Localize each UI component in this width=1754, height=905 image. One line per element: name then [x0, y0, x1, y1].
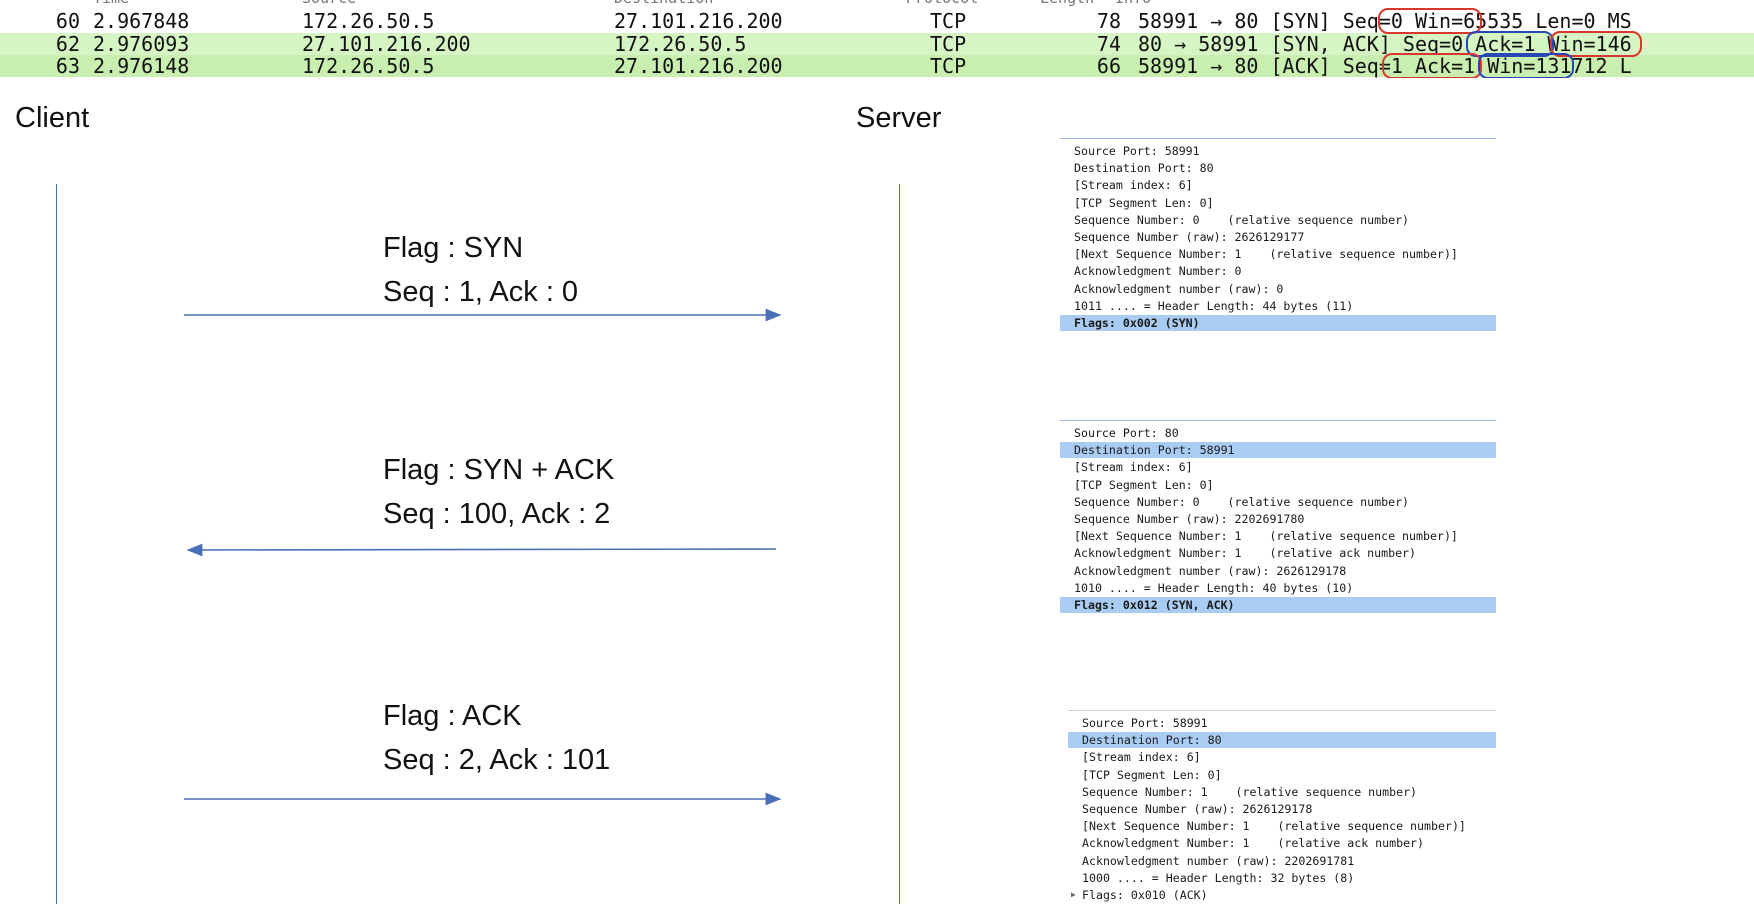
ack-highlight-oval [1478, 53, 1574, 78]
seq-highlight-oval [1382, 53, 1482, 78]
ack-highlight-oval [1550, 31, 1642, 57]
packet-list: Time Source Destination Protocol Length … [0, 0, 1754, 78]
packet-detail-field[interactable]: Acknowledgment Number: 1 (relative ack n… [1074, 546, 1417, 561]
packet-time: 2.976093 [93, 32, 190, 56]
message-flag: Flag : SYN + ACK [383, 454, 615, 486]
packet-info: 58991 → 80 [SYN] Seq=0 Win=65535 Len=0 M… [1138, 9, 1632, 33]
packet-no: 62 [55, 32, 80, 56]
packet-detail-field[interactable]: [Stream index: 6] [1074, 460, 1193, 475]
packet-detail-field[interactable]: Acknowledgment number (raw): 2202691781 [1082, 853, 1355, 868]
message-flag: Flag : SYN [383, 232, 524, 264]
packet-detail-field[interactable]: [Stream index: 6] [1074, 178, 1193, 193]
client-timeline [56, 184, 57, 904]
packet-detail-field[interactable]: Sequence Number (raw): 2626129177 [1074, 230, 1305, 244]
packet-detail-field[interactable]: Source Port: 80 [1074, 426, 1179, 440]
packet-detail-field[interactable]: Flags: 0x010 (ACK) [1082, 888, 1208, 902]
packet-detail-field[interactable]: Sequence Number: 0 (relative sequence nu… [1074, 212, 1410, 227]
packet-detail-field[interactable]: Flags: 0x002 (SYN) [1060, 315, 1496, 331]
packet-source: 172.26.50.5 [302, 9, 435, 33]
header-time[interactable]: Time [93, 0, 129, 9]
header-source[interactable]: Source [302, 0, 356, 9]
message-syn-ack: Flag : SYN + ACK Seq : 100, Ack : 2 [383, 448, 614, 536]
seq-highlight-oval [1378, 8, 1482, 34]
packet-protocol: TCP [930, 54, 967, 78]
packet-detail-field[interactable]: [Next Sequence Number: 1 (relative seque… [1074, 529, 1458, 544]
packet-detail-field[interactable]: Sequence Number (raw): 2626129178 [1082, 802, 1313, 816]
packet-length: 78 [1096, 9, 1121, 33]
packet-detail-field[interactable]: 1010 .... = Header Length: 40 bytes (10) [1074, 580, 1354, 595]
expand-triangle-icon[interactable]: ▶ [1071, 890, 1076, 899]
message-ack: Flag : ACK Seq : 2, Ack : 101 [383, 694, 610, 782]
packet-detail-field[interactable]: [TCP Segment Len: 0] [1082, 767, 1222, 782]
packet-detail-field[interactable]: [TCP Segment Len: 0] [1074, 477, 1214, 492]
packet-detail-field[interactable]: [Next Sequence Number: 1 (relative seque… [1082, 819, 1466, 834]
message-seq-ack: Seq : 1, Ack : 0 [383, 276, 579, 308]
header-length[interactable]: Length [1040, 0, 1094, 9]
packet-time: 2.976148 [93, 54, 190, 78]
packet-detail-field[interactable]: Acknowledgment Number: 1 (relative ack n… [1082, 836, 1425, 851]
packet-row[interactable]: 60 2.967848 172.26.50.5 27.101.216.200 T… [0, 10, 1754, 32]
packet-detail-field[interactable]: Acknowledgment number (raw): 0 [1074, 281, 1284, 296]
packet-length: 66 [1096, 54, 1121, 78]
packet-detail-field[interactable]: Acknowledgment number (raw): 2626129178 [1074, 563, 1347, 578]
packet-destination: 27.101.216.200 [614, 9, 783, 33]
arrow-syn-ack [186, 543, 777, 557]
packet-detail-syn-ack: Source Port: 80 Destination Port: 58991[S… [1060, 420, 1496, 621]
packet-protocol: TCP [930, 9, 967, 33]
packet-source: 27.101.216.200 [302, 32, 471, 56]
packet-detail-field[interactable]: Acknowledgment Number: 0 [1074, 264, 1242, 279]
seq-highlight-oval [1466, 31, 1554, 57]
packet-no: 60 [55, 9, 80, 33]
server-timeline [899, 184, 900, 904]
packet-info: 58991 → 80 [ACK] Seq=1 Ack=1 Win=131712 … [1138, 54, 1632, 78]
packet-detail-field[interactable]: [TCP Segment Len: 0] [1074, 195, 1214, 210]
message-syn: Flag : SYN Seq : 1, Ack : 0 [383, 226, 578, 314]
packet-no: 63 [55, 54, 80, 78]
packet-detail-field[interactable]: [Next Sequence Number: 1 (relative seque… [1074, 247, 1458, 262]
server-label: Server [856, 102, 942, 134]
packet-destination: 27.101.216.200 [614, 54, 783, 78]
packet-detail-field[interactable]: [Stream index: 6] [1082, 750, 1201, 765]
message-seq-ack: Seq : 2, Ack : 101 [383, 744, 611, 776]
packet-info: 80 → 58991 [SYN, ACK] Seq=0 Ack=1 Win=14… [1138, 32, 1632, 56]
packet-detail-field[interactable]: Source Port: 58991 [1074, 144, 1200, 158]
packet-detail-field[interactable]: Source Port: 58991 [1082, 716, 1208, 730]
packet-protocol: TCP [930, 32, 967, 56]
packet-detail-field[interactable]: Sequence Number: 0 (relative sequence nu… [1074, 494, 1410, 509]
packet-time: 2.967848 [93, 9, 190, 33]
packet-row[interactable]: 63 2.976148 172.26.50.5 27.101.216.200 T… [0, 55, 1754, 77]
client-label: Client [15, 102, 90, 134]
header-info[interactable]: Info [1115, 0, 1151, 9]
packet-length: 74 [1096, 32, 1121, 56]
packet-detail-field[interactable]: Flags: 0x012 (SYN, ACK) [1060, 597, 1496, 613]
packet-detail-field[interactable]: Sequence Number: 1 (relative sequence nu… [1082, 784, 1418, 799]
message-seq-ack: Seq : 100, Ack : 2 [383, 498, 611, 530]
packet-detail-field[interactable]: 1011 .... = Header Length: 44 bytes (11) [1074, 298, 1354, 313]
packet-source: 172.26.50.5 [302, 54, 435, 78]
header-destination[interactable]: Destination [614, 0, 713, 9]
packet-detail-field[interactable]: Destination Port: 58991 [1060, 442, 1496, 459]
packet-destination: 172.26.50.5 [614, 32, 747, 56]
packet-row[interactable]: 62 2.976093 27.101.216.200 172.26.50.5 T… [0, 33, 1754, 55]
packet-detail-field[interactable]: Destination Port: 80 [1074, 161, 1214, 176]
packet-list-header: Time Source Destination Protocol Length … [0, 0, 1754, 9]
packet-detail-field[interactable]: 1000 .... = Header Length: 32 bytes (8) [1082, 870, 1355, 885]
packet-detail-field[interactable]: Destination Port: 80 [1068, 732, 1496, 749]
message-flag: Flag : ACK [383, 700, 522, 732]
packet-detail-field[interactable]: Sequence Number (raw): 2202691780 [1074, 512, 1305, 526]
header-protocol[interactable]: Protocol [906, 0, 978, 9]
